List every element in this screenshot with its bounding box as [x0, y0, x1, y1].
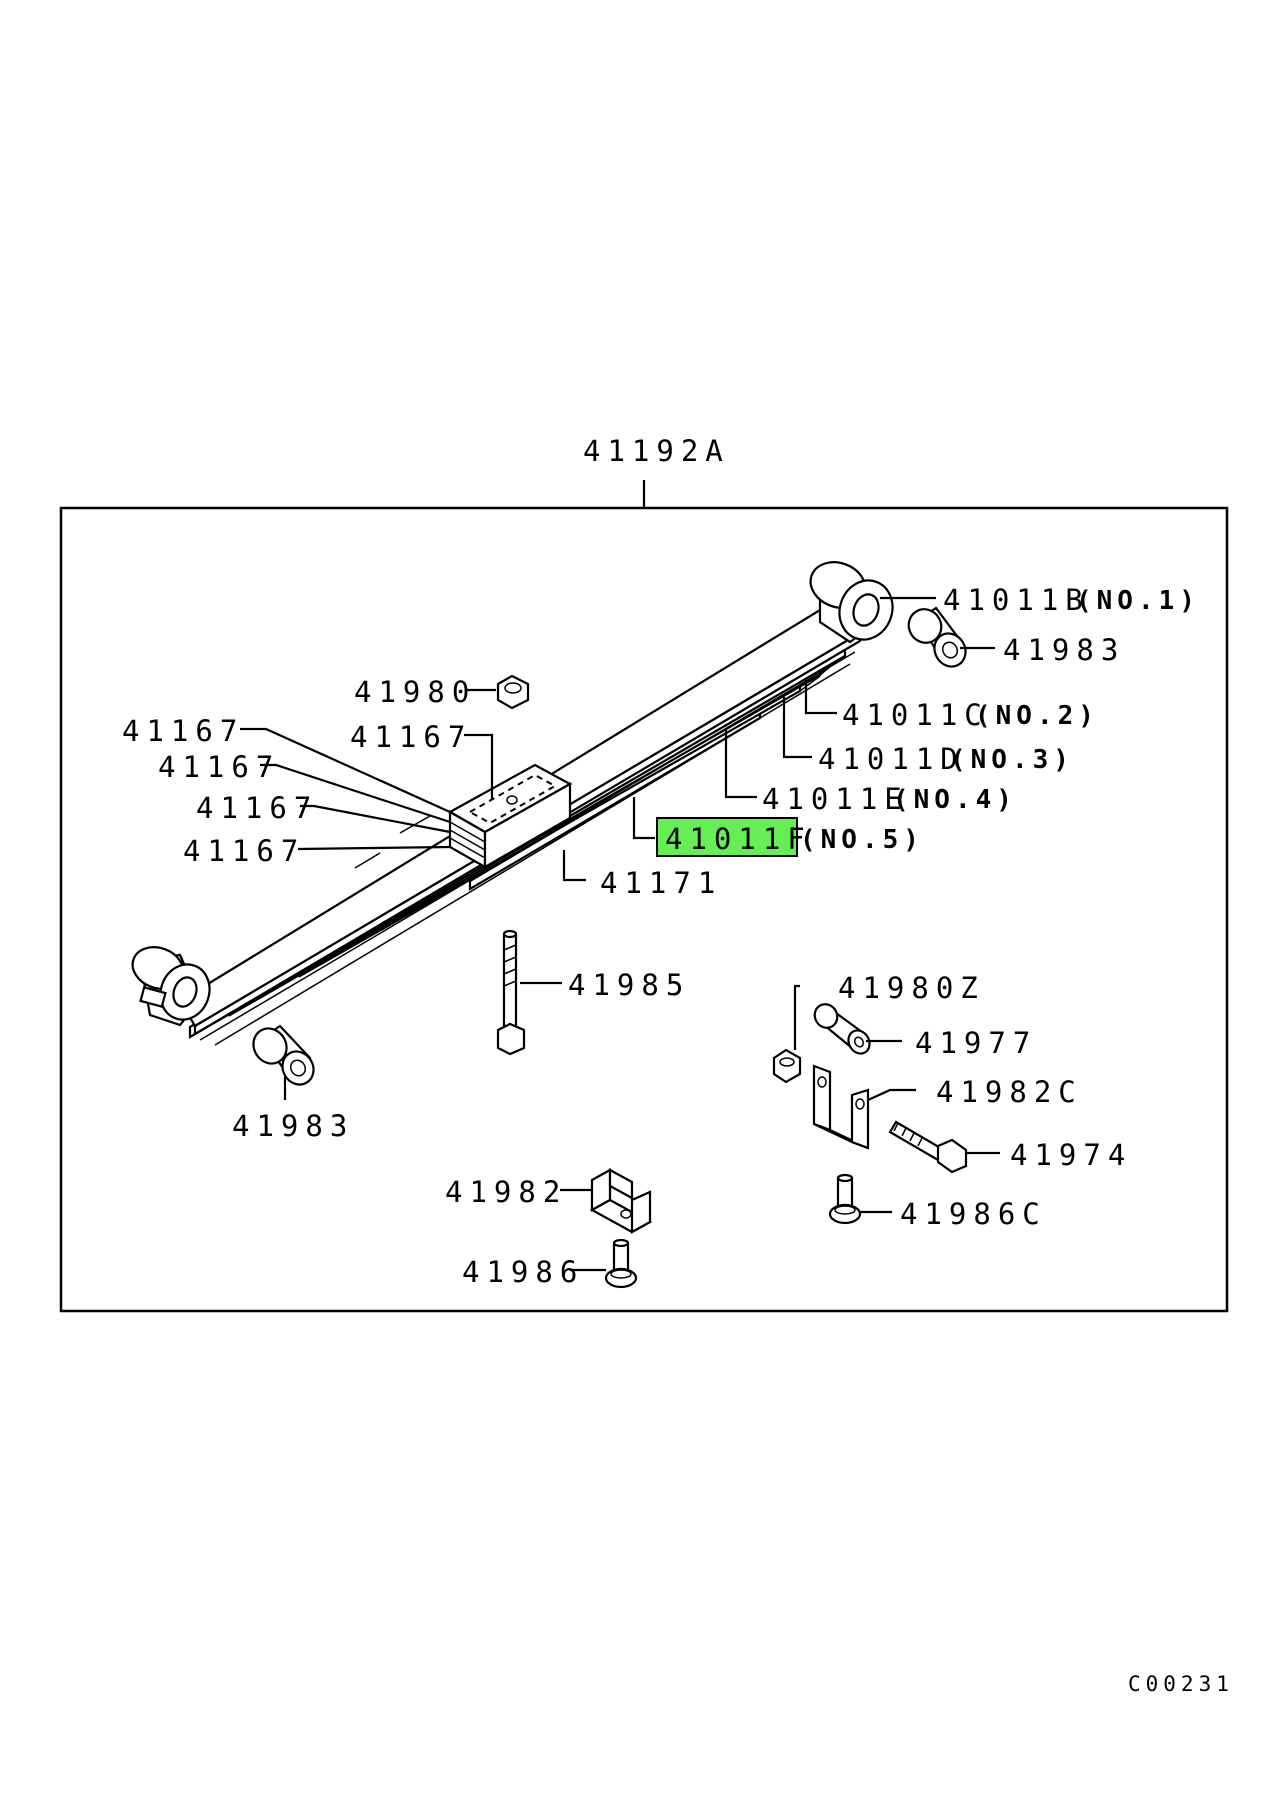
- assembly-label[interactable]: 41192A: [583, 434, 730, 468]
- callout-41167-d[interactable]: 41167: [196, 791, 318, 825]
- bolt-41974: [888, 1120, 968, 1174]
- callout-41986c[interactable]: 41986C: [900, 1197, 1047, 1231]
- screw-41986: [604, 1238, 638, 1289]
- bracket-41982: [589, 1168, 653, 1234]
- bushing-41983-left: [252, 1024, 315, 1086]
- center-bolt-41985: [496, 929, 526, 1056]
- leaf-spring: [131, 561, 894, 1046]
- spring-eye-right: [809, 561, 894, 644]
- callout-41167-a[interactable]: 41167: [122, 714, 244, 748]
- callout-41011e[interactable]: 41011E: [762, 782, 909, 816]
- callout-41983-right[interactable]: 41983: [1003, 633, 1125, 667]
- callout-41011b-note: (NO.1): [1076, 586, 1200, 616]
- callout-41986[interactable]: 41986: [462, 1255, 584, 1289]
- spring-eye-left: [131, 946, 211, 1027]
- nut-41980: [496, 674, 530, 710]
- callout-41011d[interactable]: 41011D: [818, 742, 965, 776]
- screw-41986c: [828, 1173, 862, 1225]
- callout-41974[interactable]: 41974: [1010, 1138, 1132, 1172]
- assembly-frame: [59, 506, 1229, 1313]
- callout-41983-left[interactable]: 41983: [232, 1109, 354, 1143]
- nut-41980z: [772, 1048, 802, 1084]
- callout-41011f-note: (NO.5): [800, 825, 924, 855]
- callout-41985[interactable]: 41985: [568, 968, 690, 1002]
- callout-41011f[interactable]: 41011F: [665, 822, 812, 856]
- collar-41977: [813, 1003, 871, 1055]
- callout-41167-b[interactable]: 41167: [350, 720, 472, 754]
- bushing-41983-right: [907, 606, 967, 668]
- callout-41980z[interactable]: 41980Z: [838, 971, 985, 1005]
- callout-41011c-note: (NO.2): [975, 701, 1099, 731]
- callout-41980[interactable]: 41980: [354, 675, 476, 709]
- callout-41982c[interactable]: 41982C: [936, 1075, 1083, 1109]
- callout-41011f-highlight: [656, 817, 798, 857]
- leader-lines: [240, 596, 1000, 1272]
- drawing-code: C00231: [1128, 1672, 1234, 1696]
- center-saddle: [354, 763, 573, 869]
- callout-41011d-note: (NO.3): [950, 745, 1074, 775]
- callout-41011e-note: (NO.4): [893, 785, 1017, 815]
- callout-41171[interactable]: 41171: [600, 866, 722, 900]
- callout-41982[interactable]: 41982: [445, 1175, 567, 1209]
- callout-41167-e[interactable]: 41167: [183, 834, 305, 868]
- callout-41167-c[interactable]: 41167: [158, 750, 280, 784]
- callout-41977[interactable]: 41977: [915, 1026, 1037, 1060]
- callout-41011c[interactable]: 41011C: [842, 698, 989, 732]
- bracket-41982c: [812, 1064, 870, 1150]
- callout-41011b[interactable]: 41011B: [943, 583, 1090, 617]
